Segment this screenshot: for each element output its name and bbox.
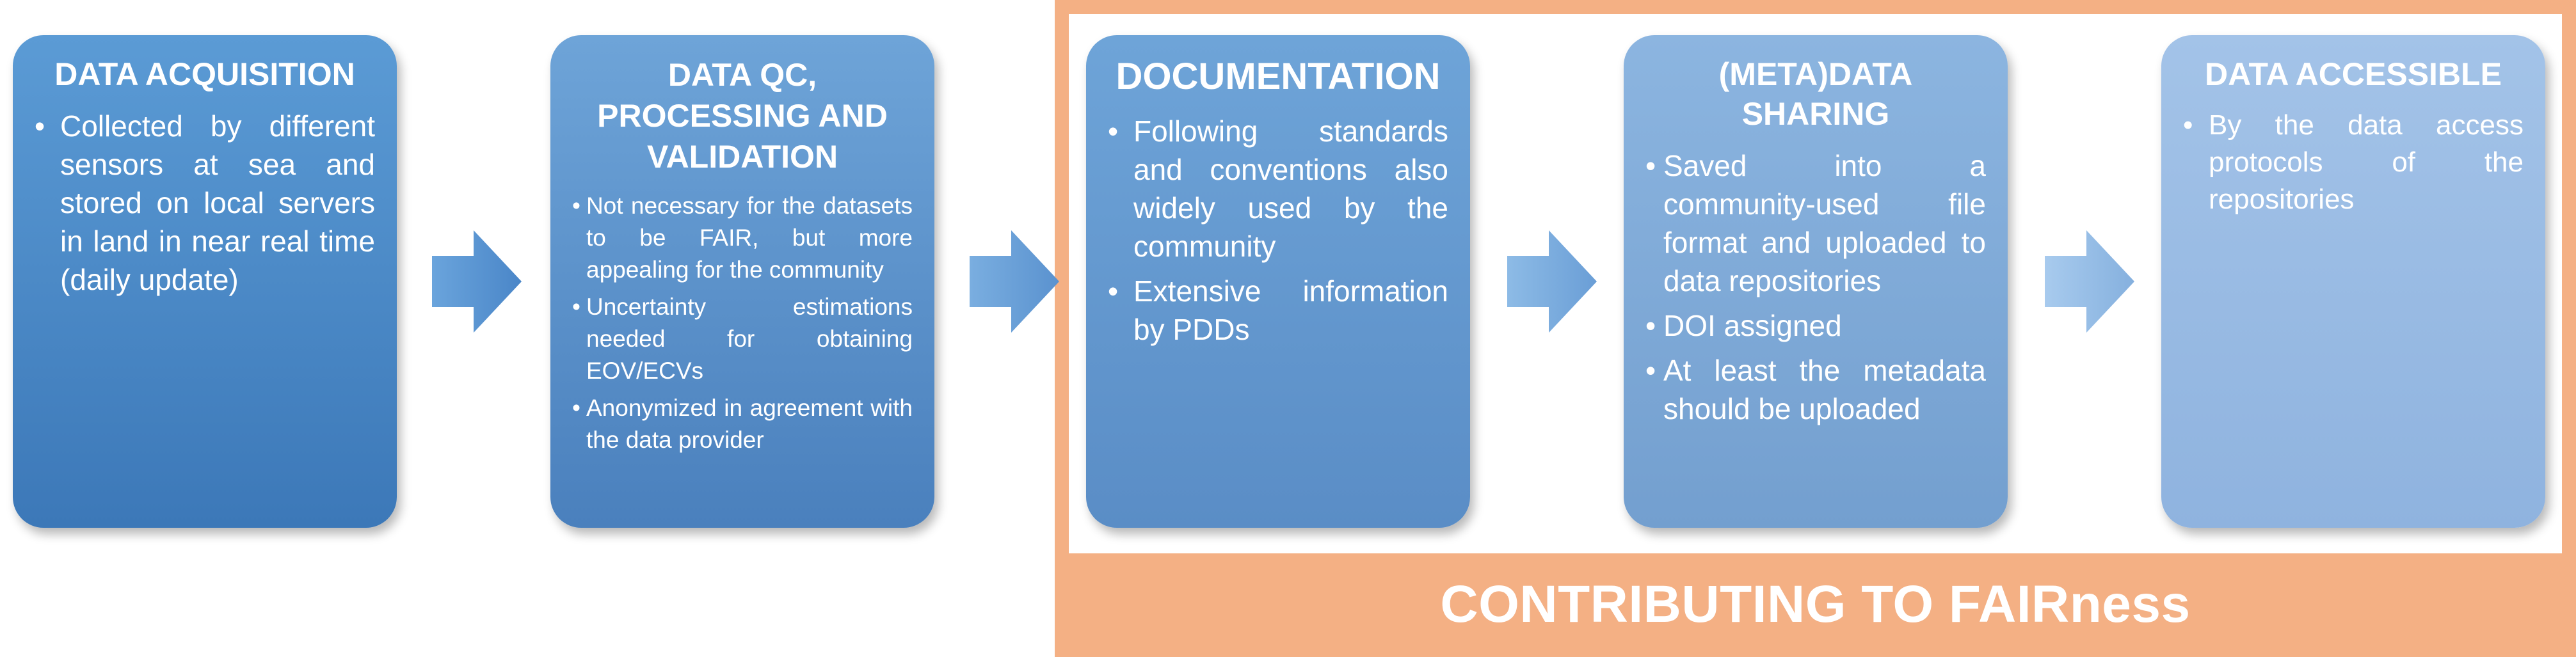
step-card-metadata-sharing: (META)DATA SHARING Saved into a communit… [1624,35,2008,528]
step-bullet: Extensive information by PDDs [1108,272,1448,349]
step-card-data-acquisition: DATA ACQUISITION Collected by different … [13,35,397,528]
arrow-right-icon [2045,230,2134,333]
step-bullet: By the data access protocols of the repo… [2183,107,2524,218]
arrow-right-icon [1507,230,1597,333]
step-bullet-list: Saved into a community-used file format … [1645,146,1986,428]
step-bullet: At least the metadata should be uploaded [1645,351,1986,428]
step-bullet-list: Not necessary for the datasets to be FAI… [572,190,913,456]
step-bullet: DOI assigned [1645,306,1986,345]
arrow-right-icon [432,230,522,333]
step-title: DOCUMENTATION [1116,56,1441,97]
fair-region-label: CONTRIBUTING TO FAIRness [1440,575,2191,633]
step-bullet-list: Collected by different sensors at sea an… [35,107,375,299]
arrow-right-icon [970,230,1059,333]
step-card-data-accessible: DATA ACCESSIBLE By the data access proto… [2161,35,2545,528]
step-title: DATA QC, PROCESSING AND VALIDATION [597,57,888,175]
step-bullet: Uncertainty estimations needed for obtai… [572,291,913,387]
step-card-data-qc: DATA QC, PROCESSING AND VALIDATION Not n… [550,35,934,528]
step-bullet-list: By the data access protocols of the repo… [2183,107,2524,218]
step-bullet: Anonymized in agreement with the data pr… [572,392,913,456]
step-bullet-list: Following standards and conventions also… [1108,112,1448,349]
step-title: DATA ACQUISITION [54,56,355,92]
step-bullet: Not necessary for the datasets to be FAI… [572,190,913,286]
step-bullet: Saved into a community-used file format … [1645,146,1986,300]
step-bullet: Collected by different sensors at sea an… [35,107,375,299]
step-title: (META)DATA SHARING [1718,56,1913,132]
step-bullet: Following standards and conventions also… [1108,112,1448,265]
step-card-documentation: DOCUMENTATION Following standards and co… [1086,35,1470,528]
step-title: DATA ACCESSIBLE [2205,56,2502,92]
